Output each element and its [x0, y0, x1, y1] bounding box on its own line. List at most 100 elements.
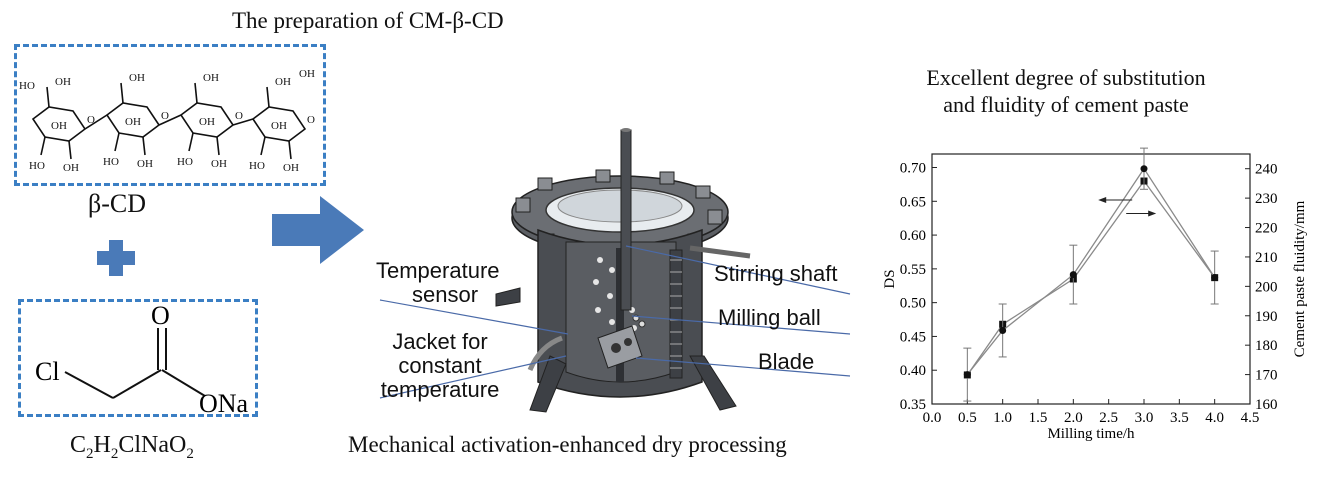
chart-title-line-2: and fluidity of cement paste: [943, 92, 1189, 117]
hydroxyl-label: OH: [283, 162, 299, 174]
ring-bond: [216, 136, 220, 156]
plot-frame: [931, 153, 1251, 405]
hydroxyl-label: OH: [299, 68, 315, 80]
plus-icon: [97, 240, 135, 276]
data-point-circle: [963, 371, 971, 379]
y2-tick-label: 230: [1255, 191, 1278, 207]
y2-tick-label: 240: [1255, 162, 1278, 178]
hydroxyl-label: OH: [55, 76, 71, 88]
ho-label: HO: [19, 80, 35, 92]
callout-jacket-line-3: temperature: [380, 377, 500, 402]
data-point-circle: [1069, 271, 1077, 279]
x-tick-label: 1.0: [993, 410, 1012, 426]
data-point-circle: [1211, 274, 1219, 282]
y2-tick-label: 210: [1255, 250, 1278, 266]
callout-jacket: Jacket for constant temperature: [374, 330, 506, 402]
x-tick-label: 3.0: [1135, 410, 1154, 426]
callout-temperature-sensor-line-2: sensor: [412, 282, 479, 307]
ring-bond: [188, 132, 194, 152]
hydroxyl-label: OH: [203, 72, 219, 84]
ona-label: ONa: [199, 389, 249, 414]
y2-tick-label: 180: [1255, 338, 1278, 354]
ring-bond: [266, 86, 270, 108]
hydroxyl-label: OH: [211, 158, 227, 170]
reactor-illustration: [379, 128, 851, 413]
callout-jacket-line-2: constant: [398, 353, 482, 378]
data-point-circle: [999, 326, 1007, 334]
hydroxyl-label: OH: [129, 72, 145, 84]
y-tick-label: 0.40: [900, 363, 926, 379]
ring-oxygen-label: O: [307, 114, 315, 126]
callout-milling-ball: Milling ball: [718, 305, 821, 330]
ring-bond: [260, 136, 266, 156]
hydroxyl-label: OH: [137, 158, 153, 170]
x-tick-label: 1.5: [1029, 410, 1048, 426]
x-tick-label: 0.0: [923, 410, 942, 426]
callout-temperature-sensor: Temperature sensor: [376, 259, 500, 307]
ring-bond: [68, 140, 72, 160]
beta-cd-label: β-CD: [88, 189, 147, 218]
ring-bond: [114, 132, 120, 152]
hydroxyl-label: OH: [51, 120, 67, 132]
o-atom-label: O: [151, 302, 170, 330]
x-tick-label: 2.0: [1064, 410, 1083, 426]
hydroxyl-label: OH: [63, 162, 79, 174]
ring-oxygen-label: O: [161, 110, 169, 122]
y-tick-label: 0.45: [900, 329, 926, 345]
hydroxyl-label: HO: [29, 160, 45, 172]
ring-bond: [142, 136, 146, 156]
x-tick-label: 2.5: [1099, 410, 1118, 426]
chloroacetate-formula: C2H2ClNaO2: [70, 432, 194, 462]
ring-oxygen-label: O: [87, 114, 95, 126]
x-tick-label: 4.5: [1241, 410, 1260, 426]
series-line-right: [966, 167, 1216, 375]
chart-title: Excellent degree of substitution and flu…: [872, 64, 1260, 118]
y-tick-label: 0.60: [900, 228, 926, 244]
x-axis-label: Milling time/h: [1047, 426, 1135, 442]
ring-bond: [120, 82, 124, 104]
chloroacetate-structure-box: Cl O ONa: [18, 299, 258, 418]
y-tick-label: 0.70: [900, 161, 926, 177]
callout-temperature-sensor-line-1: Temperature: [376, 258, 500, 283]
glycosidic-bond: [158, 114, 182, 126]
right-axis-arrowhead: [1148, 210, 1157, 217]
ds-fluidity-chart: 0.0 0.5 1.0 1.5 2.0 2.5 3.0 3.5 4.0 4.5 0.35 0.40 0.…: [882, 147, 1308, 442]
y-axis-label: DS: [882, 269, 898, 288]
callout-stirring-shaft: Stirring shaft: [714, 261, 838, 286]
ring-bond: [46, 86, 50, 108]
y2-tick-label: 160: [1255, 397, 1278, 413]
y2-axis-label: Cement paste fluidity/mm: [1292, 200, 1308, 357]
process-arrow-icon: [272, 196, 364, 264]
x-tick-label: 4.0: [1205, 410, 1224, 426]
y-tick-label: 0.65: [900, 194, 926, 210]
hydroxyl-label: HO: [249, 160, 265, 172]
y-tick-label: 0.55: [900, 262, 926, 278]
y2-tick-label: 190: [1255, 309, 1278, 325]
y2-tick-label: 200: [1255, 279, 1278, 295]
hydroxyl-label: HO: [177, 156, 193, 168]
ring-oxygen-label: O: [235, 110, 243, 122]
y2-tick-label: 220: [1255, 221, 1278, 237]
chart-title-line-1: Excellent degree of substitution: [926, 65, 1206, 90]
x-tick-label: 3.5: [1170, 410, 1189, 426]
series-line-left: [966, 179, 1216, 376]
callout-blade: Blade: [758, 349, 815, 374]
reactor-caption: Mechanical activation-enhanced dry proce…: [348, 432, 787, 457]
ring-bond: [40, 136, 46, 156]
glycosidic-bond: [84, 114, 108, 130]
y2-tick-label: 170: [1255, 368, 1278, 384]
hydroxyl-label: OH: [275, 76, 291, 88]
glycosidic-bond: [232, 118, 254, 126]
callout-jacket-line-1: Jacket for: [392, 329, 488, 354]
y-tick-label: 0.35: [900, 397, 926, 413]
ring-bond: [194, 82, 198, 104]
ring-bond: [288, 140, 292, 160]
x-tick-label: 0.5: [958, 410, 977, 426]
cl-atom-label: Cl: [35, 357, 60, 386]
hydroxyl-label: OH: [271, 120, 287, 132]
preparation-title: The preparation of CM-β-CD: [232, 8, 504, 33]
left-axis-arrowhead: [1098, 196, 1107, 203]
hydroxyl-label: HO: [103, 156, 119, 168]
